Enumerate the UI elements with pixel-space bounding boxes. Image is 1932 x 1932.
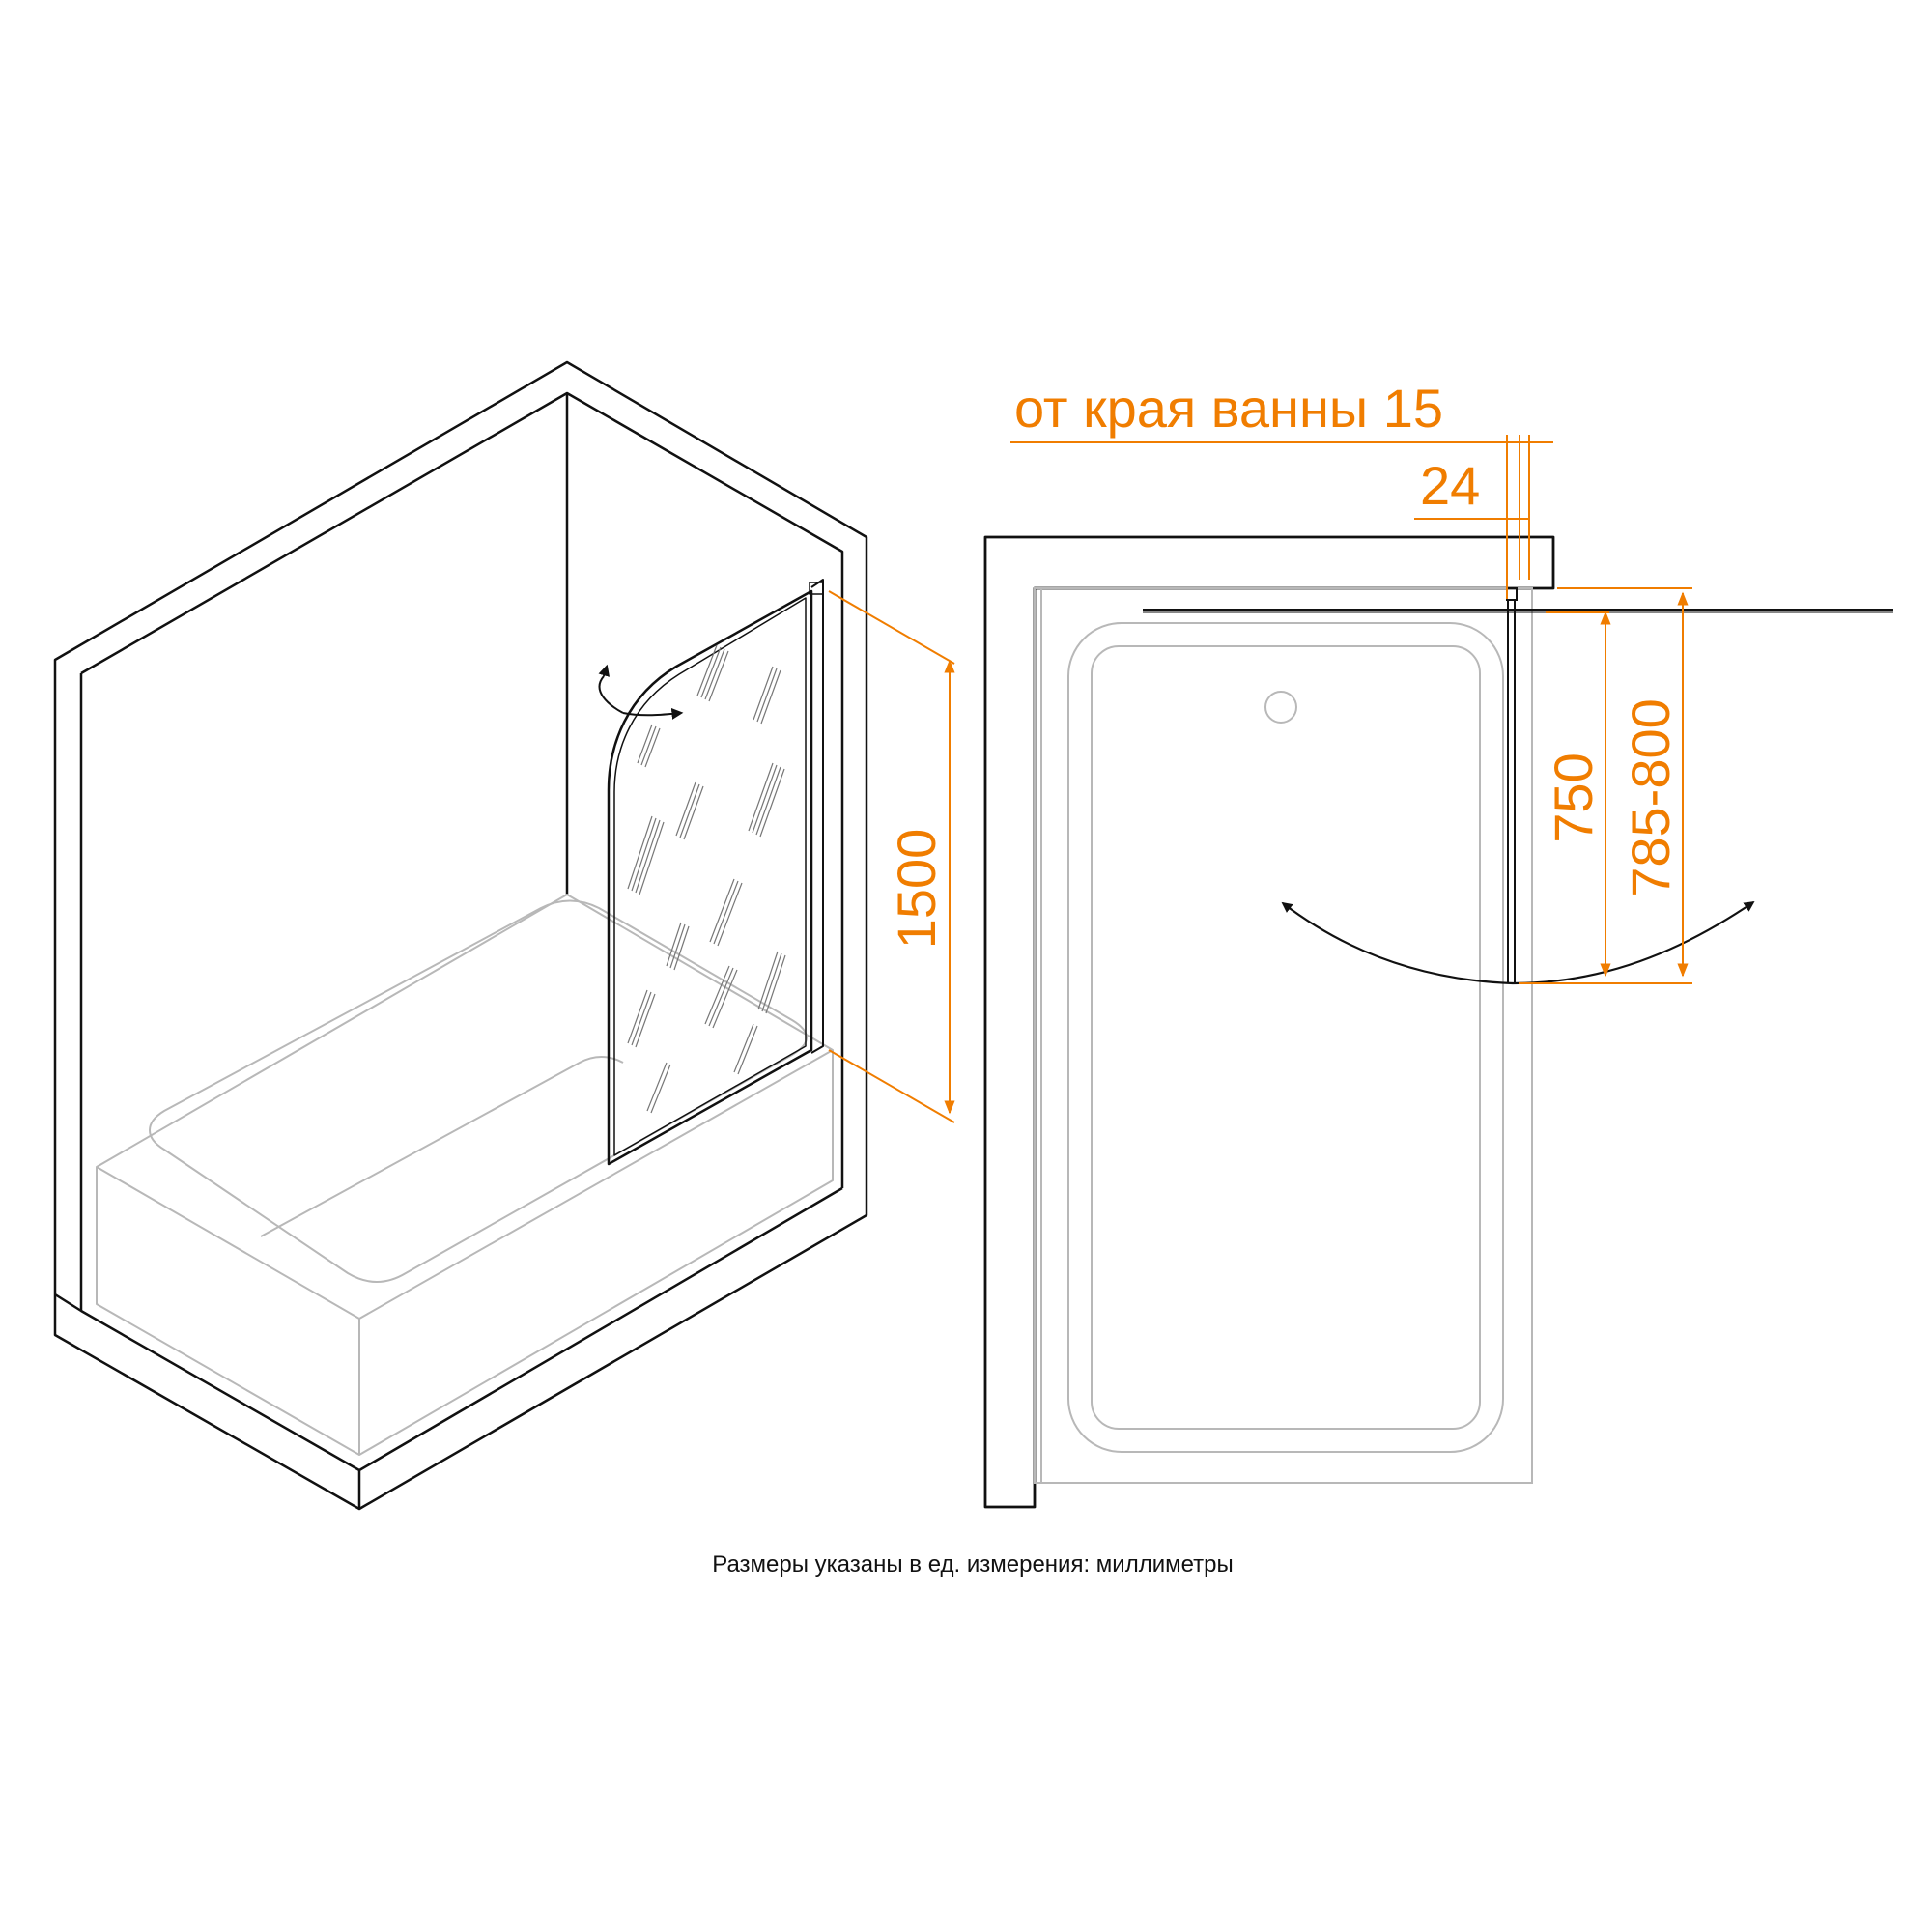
- glass-pattern: [627, 644, 786, 1114]
- bathtub-iso: [96, 894, 834, 1456]
- swing-arrow-iso-icon-2: [622, 707, 684, 720]
- dimension-24-label: 24: [1420, 455, 1480, 516]
- wall-plan: [983, 535, 1555, 1509]
- dimension-1500-label: 1500: [886, 829, 947, 950]
- dimension-edge-offset-label: от края ванны 15: [1014, 378, 1443, 439]
- swing-arrow-iso-icon: [598, 675, 624, 714]
- wall-outline: [53, 360, 868, 1511]
- isometric-view: [53, 360, 868, 1511]
- plan-dimensions: [1010, 435, 1692, 984]
- dimension-785-800-label: 785-800: [1620, 698, 1681, 897]
- wall-inner: [79, 391, 844, 1311]
- bathtub-plan: [1034, 587, 1533, 1484]
- dimension-750-label: 750: [1543, 753, 1604, 842]
- floor-plinth: [54, 1186, 843, 1509]
- dimension-height: [828, 590, 955, 1123]
- plan-view: [983, 535, 1893, 1509]
- drain-icon: [1264, 691, 1297, 724]
- units-note: Размеры указаны в ед. измерения: миллиме…: [712, 1551, 1234, 1577]
- glass-panel-iso: [607, 579, 824, 1166]
